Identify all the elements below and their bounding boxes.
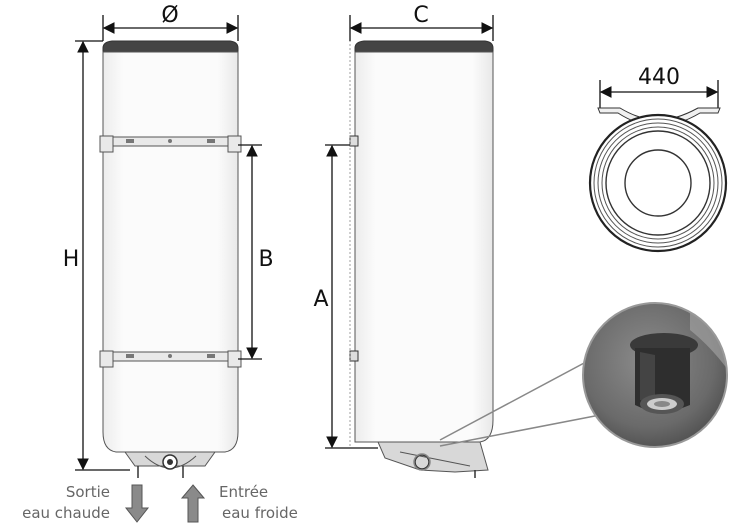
bracket-spacing-label: B <box>258 247 273 272</box>
top-view-inner-ring <box>624 149 692 217</box>
height-label: H <box>63 247 80 272</box>
depth-label: C <box>413 3 428 28</box>
front-top-bracket <box>99 135 242 153</box>
top-view: 440 <box>588 65 728 253</box>
side-top-cap <box>354 40 494 53</box>
hot-outlet-label-line1: Sortie <box>66 483 110 501</box>
fitting-detail-photo <box>413 302 728 471</box>
up-arrow-icon <box>180 484 206 523</box>
cold-inlet-label-line2: eau froide <box>222 504 298 522</box>
side-view: C A <box>313 3 494 478</box>
cold-inlet-label-line1: Entrée <box>219 483 268 501</box>
down-arrow-icon <box>124 484 150 523</box>
hot-water-outlet: Sortie eau chaude <box>22 483 150 523</box>
diameter-label: Ø <box>161 3 178 28</box>
cold-water-inlet: Entrée eau froide <box>180 483 298 523</box>
front-view: Ø H B <box>63 3 274 478</box>
side-bottom-fittings <box>377 441 489 478</box>
front-bottom-fittings <box>124 451 216 478</box>
front-tank-body <box>102 51 239 453</box>
side-top-hook <box>349 135 359 147</box>
front-bottom-bracket <box>99 350 242 368</box>
top-width-label: 440 <box>638 65 680 90</box>
side-tank-body <box>354 51 494 443</box>
side-bottom-hook <box>349 350 359 362</box>
front-top-cap <box>102 40 239 53</box>
hot-outlet-label-line2: eau chaude <box>22 504 110 522</box>
fixing-height-label: A <box>313 287 328 312</box>
